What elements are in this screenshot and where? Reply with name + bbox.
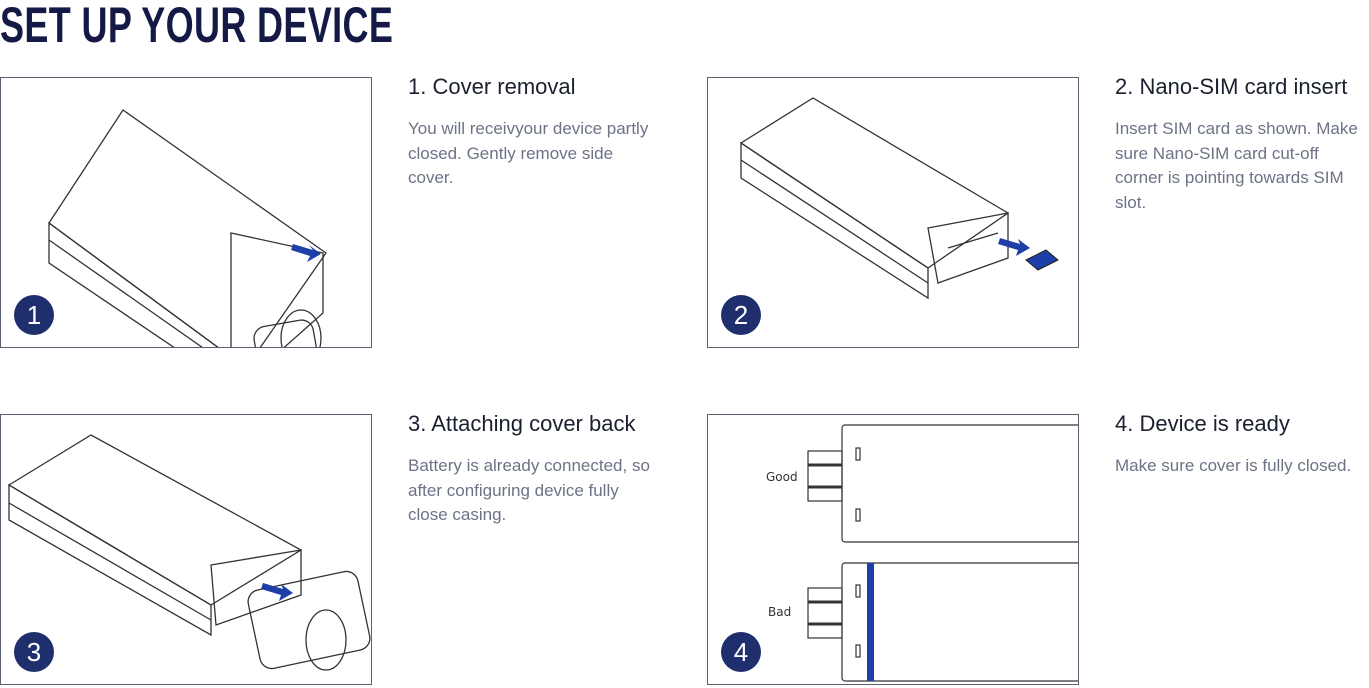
step-heading: 4. Device is ready <box>1115 411 1290 436</box>
step-number-badge: 1 <box>14 295 54 335</box>
step-heading: 2. Nano-SIM card insert <box>1115 74 1348 99</box>
device-cover-removal-drawing <box>48 109 327 347</box>
misaligned-cover-highlight <box>867 563 874 681</box>
step-1-text: 1. Cover removal You will receivyour dev… <box>408 70 663 191</box>
step-1-illustration: 1 <box>0 77 372 348</box>
device-sim-insert-drawing <box>739 97 1059 300</box>
step-number-badge: 4 <box>721 632 761 672</box>
step-number-badge: 3 <box>14 632 54 672</box>
good-label: Good <box>766 470 798 484</box>
arrow-icon <box>261 583 293 601</box>
step-description: Insert SIM card as shown. Make sure Nano… <box>1115 119 1358 212</box>
arrow-icon <box>291 244 321 262</box>
step-heading: 3. Attaching cover back <box>408 411 636 436</box>
page-title: SET UP YOUR DEVICE <box>0 0 394 53</box>
step-number-badge: 2 <box>721 295 761 335</box>
step-3-illustration: 3 <box>0 414 372 685</box>
step-2-illustration: 2 <box>707 77 1079 348</box>
step-4-illustration: Good Bad 4 <box>707 414 1079 685</box>
step-2-text: 2. Nano-SIM card insert Insert SIM card … <box>1115 70 1369 215</box>
device-top-view-drawing: Good Bad <box>766 424 1078 682</box>
sim-card-icon <box>1025 249 1059 271</box>
step-3-text: 3. Attaching cover back Battery is alrea… <box>408 407 663 528</box>
bad-label: Bad <box>768 605 791 619</box>
device-attach-cover-drawing <box>7 434 371 671</box>
step-4-text: 4. Device is ready Make sure cover is fu… <box>1115 407 1369 479</box>
step-description: You will receivyour device partly closed… <box>408 119 649 187</box>
step-description: Make sure cover is fully closed. <box>1115 456 1352 475</box>
step-heading: 1. Cover removal <box>408 74 576 99</box>
step-description: Battery is already connected, so after c… <box>408 456 650 524</box>
arrow-icon <box>998 238 1030 256</box>
